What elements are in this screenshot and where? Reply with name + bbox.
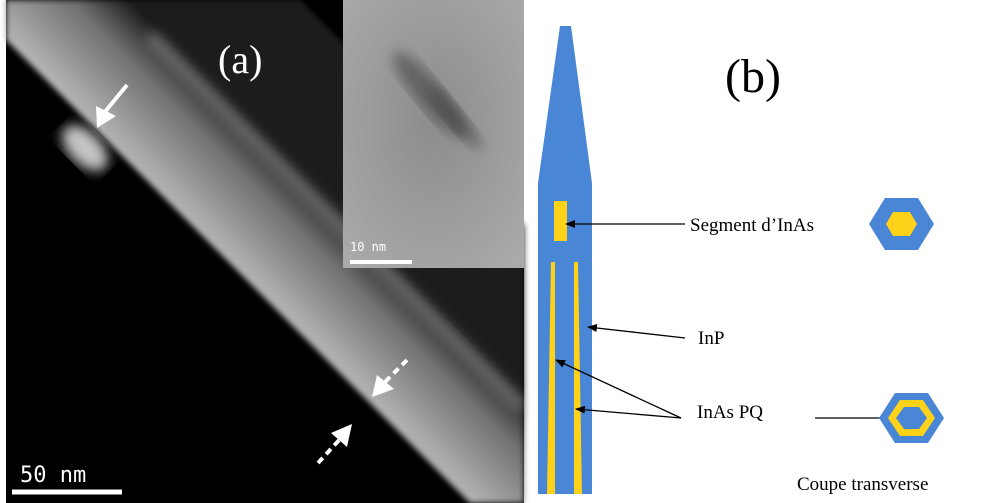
leader-inp <box>587 324 686 339</box>
label-cross-section: Coupe transverse <box>797 474 928 495</box>
nanowire-core-line <box>145 30 529 413</box>
leader-qd-right <box>575 405 682 419</box>
label-inp: InP <box>698 328 724 349</box>
hexagon-icon-qd <box>879 393 944 443</box>
panel-a-label: (a) <box>218 37 262 82</box>
qd-shell-left <box>547 262 555 494</box>
dashed-arrow-icon-upper <box>372 358 409 397</box>
qd-shell-right <box>574 262 582 494</box>
nanowire-shell <box>538 26 592 494</box>
panel-b-label: (b) <box>725 50 781 103</box>
inset-micrograph: 10 nm <box>343 0 524 268</box>
scale-bar-label: 50 nm <box>20 463 86 488</box>
panel-a: 10 nm (a) 50 nm <box>6 0 529 503</box>
arrow-icon <box>96 83 129 128</box>
inset-scale-bar-label: 10 nm <box>350 240 386 254</box>
hexagon-icon-segment <box>869 198 934 250</box>
inas-segment <box>554 201 567 241</box>
panel-b: (b) Segment d’InAs InP InAs PQ Coupe tra… <box>538 26 944 495</box>
dashed-arrow-icon-lower <box>316 424 352 465</box>
inas-segment-spot <box>62 125 108 171</box>
leader-qd-left <box>555 359 682 419</box>
label-segment: Segment d’InAs <box>690 215 814 236</box>
label-qd: InAs PQ <box>697 402 763 423</box>
